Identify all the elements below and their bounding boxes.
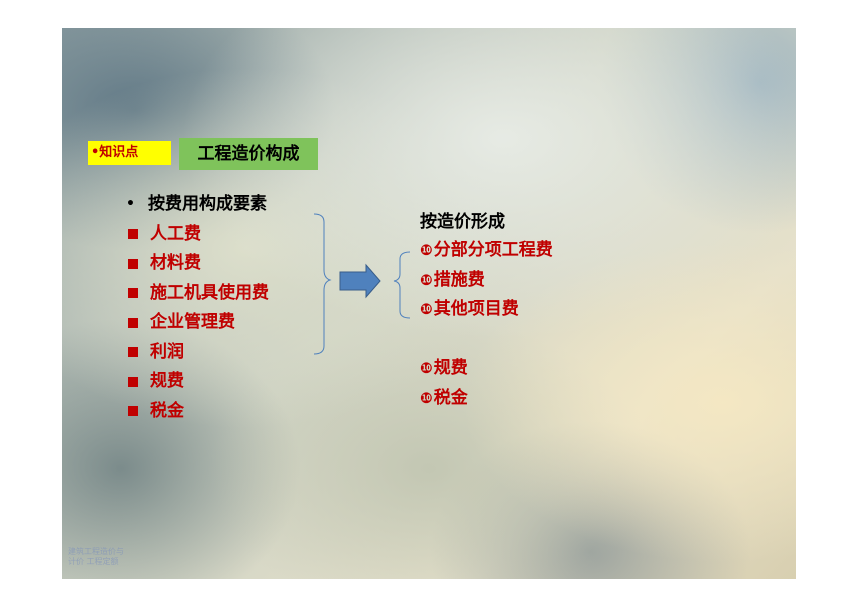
list-item-text: 规费 xyxy=(150,371,184,391)
list-item-text: 施工机具使用费 xyxy=(150,282,269,303)
spacer xyxy=(420,325,553,355)
list-item: ❿税金 xyxy=(420,384,553,414)
list-item: ❿其他项目费 xyxy=(420,295,553,325)
footer-line-1: 建筑工程造价与 xyxy=(68,547,124,556)
list-item-text: 企业管理费 xyxy=(150,312,235,332)
list-item: 税金 xyxy=(126,397,269,427)
knowledge-point-tag: •知识点 xyxy=(88,141,171,165)
list-item: ❿措施费 xyxy=(420,266,553,296)
list-item: 利润 xyxy=(126,338,269,368)
list-item: 施工机具使用费 xyxy=(126,279,269,309)
square-bullet-icon xyxy=(128,258,138,269)
square-bullet-icon xyxy=(128,376,138,387)
bullet-dot: • xyxy=(126,196,135,212)
list-item-text: 措施费 xyxy=(433,269,485,290)
slide: •知识点 工程造价构成 • 按费用构成要素 人工费 材料费 施工机具使用费 企业… xyxy=(62,28,796,579)
footer-line-2: 计价 工程定额 xyxy=(68,557,119,566)
left-brace xyxy=(313,213,332,355)
list-item-text: 材料费 xyxy=(150,253,201,273)
right-brace xyxy=(393,251,411,319)
list-item: ❿规费 xyxy=(420,354,553,384)
circled-ten-icon: ❿ xyxy=(420,359,433,377)
square-bullet-icon xyxy=(128,317,138,328)
square-bullet-icon xyxy=(128,406,138,417)
slide-title: 工程造价构成 xyxy=(179,138,318,170)
list-heading: • 按费用构成要素 xyxy=(126,190,269,220)
list-item-text: 人工费 xyxy=(150,223,201,244)
circled-ten-icon: ❿ xyxy=(420,270,433,289)
square-bullet-icon xyxy=(128,229,138,240)
square-bullet-icon xyxy=(128,347,138,358)
cost-formation-block: 按造价形成 ❿分部分项工程费 ❿措施费 ❿其他项目费 ❿规费 ❿税金 xyxy=(420,208,553,413)
right-heading: 按造价形成 xyxy=(420,212,505,232)
list-item: ❿分部分项工程费 xyxy=(420,236,553,266)
list-heading-text: 按费用构成要素 xyxy=(148,194,267,214)
list-item-text: 利润 xyxy=(150,341,184,362)
circled-ten-icon: ❿ xyxy=(420,300,433,318)
circled-ten-icon: ❿ xyxy=(420,241,433,259)
list-item-text: 税金 xyxy=(433,387,468,408)
circled-ten-icon: ❿ xyxy=(420,388,433,407)
cost-formation-list: ❿分部分项工程费 ❿措施费 ❿其他项目费 ❿规费 ❿税金 xyxy=(420,236,553,413)
list-item-text: 分部分项工程费 xyxy=(433,240,553,260)
list-item-text: 税金 xyxy=(150,400,184,421)
footer-watermark: 建筑工程造价与 计价 工程定额 xyxy=(68,547,124,567)
list-item-text: 规费 xyxy=(433,358,468,378)
list-item: 规费 xyxy=(126,367,269,397)
list-item: 人工费 xyxy=(126,220,269,250)
list-item: 材料费 xyxy=(126,249,269,279)
list-item: 企业管理费 xyxy=(126,308,269,338)
list-item-text: 其他项目费 xyxy=(433,299,519,319)
square-bullet-icon xyxy=(128,288,138,299)
right-arrow-icon xyxy=(339,263,381,299)
cost-element-list: • 按费用构成要素 人工费 材料费 施工机具使用费 企业管理费 利润 规费 xyxy=(126,190,269,426)
